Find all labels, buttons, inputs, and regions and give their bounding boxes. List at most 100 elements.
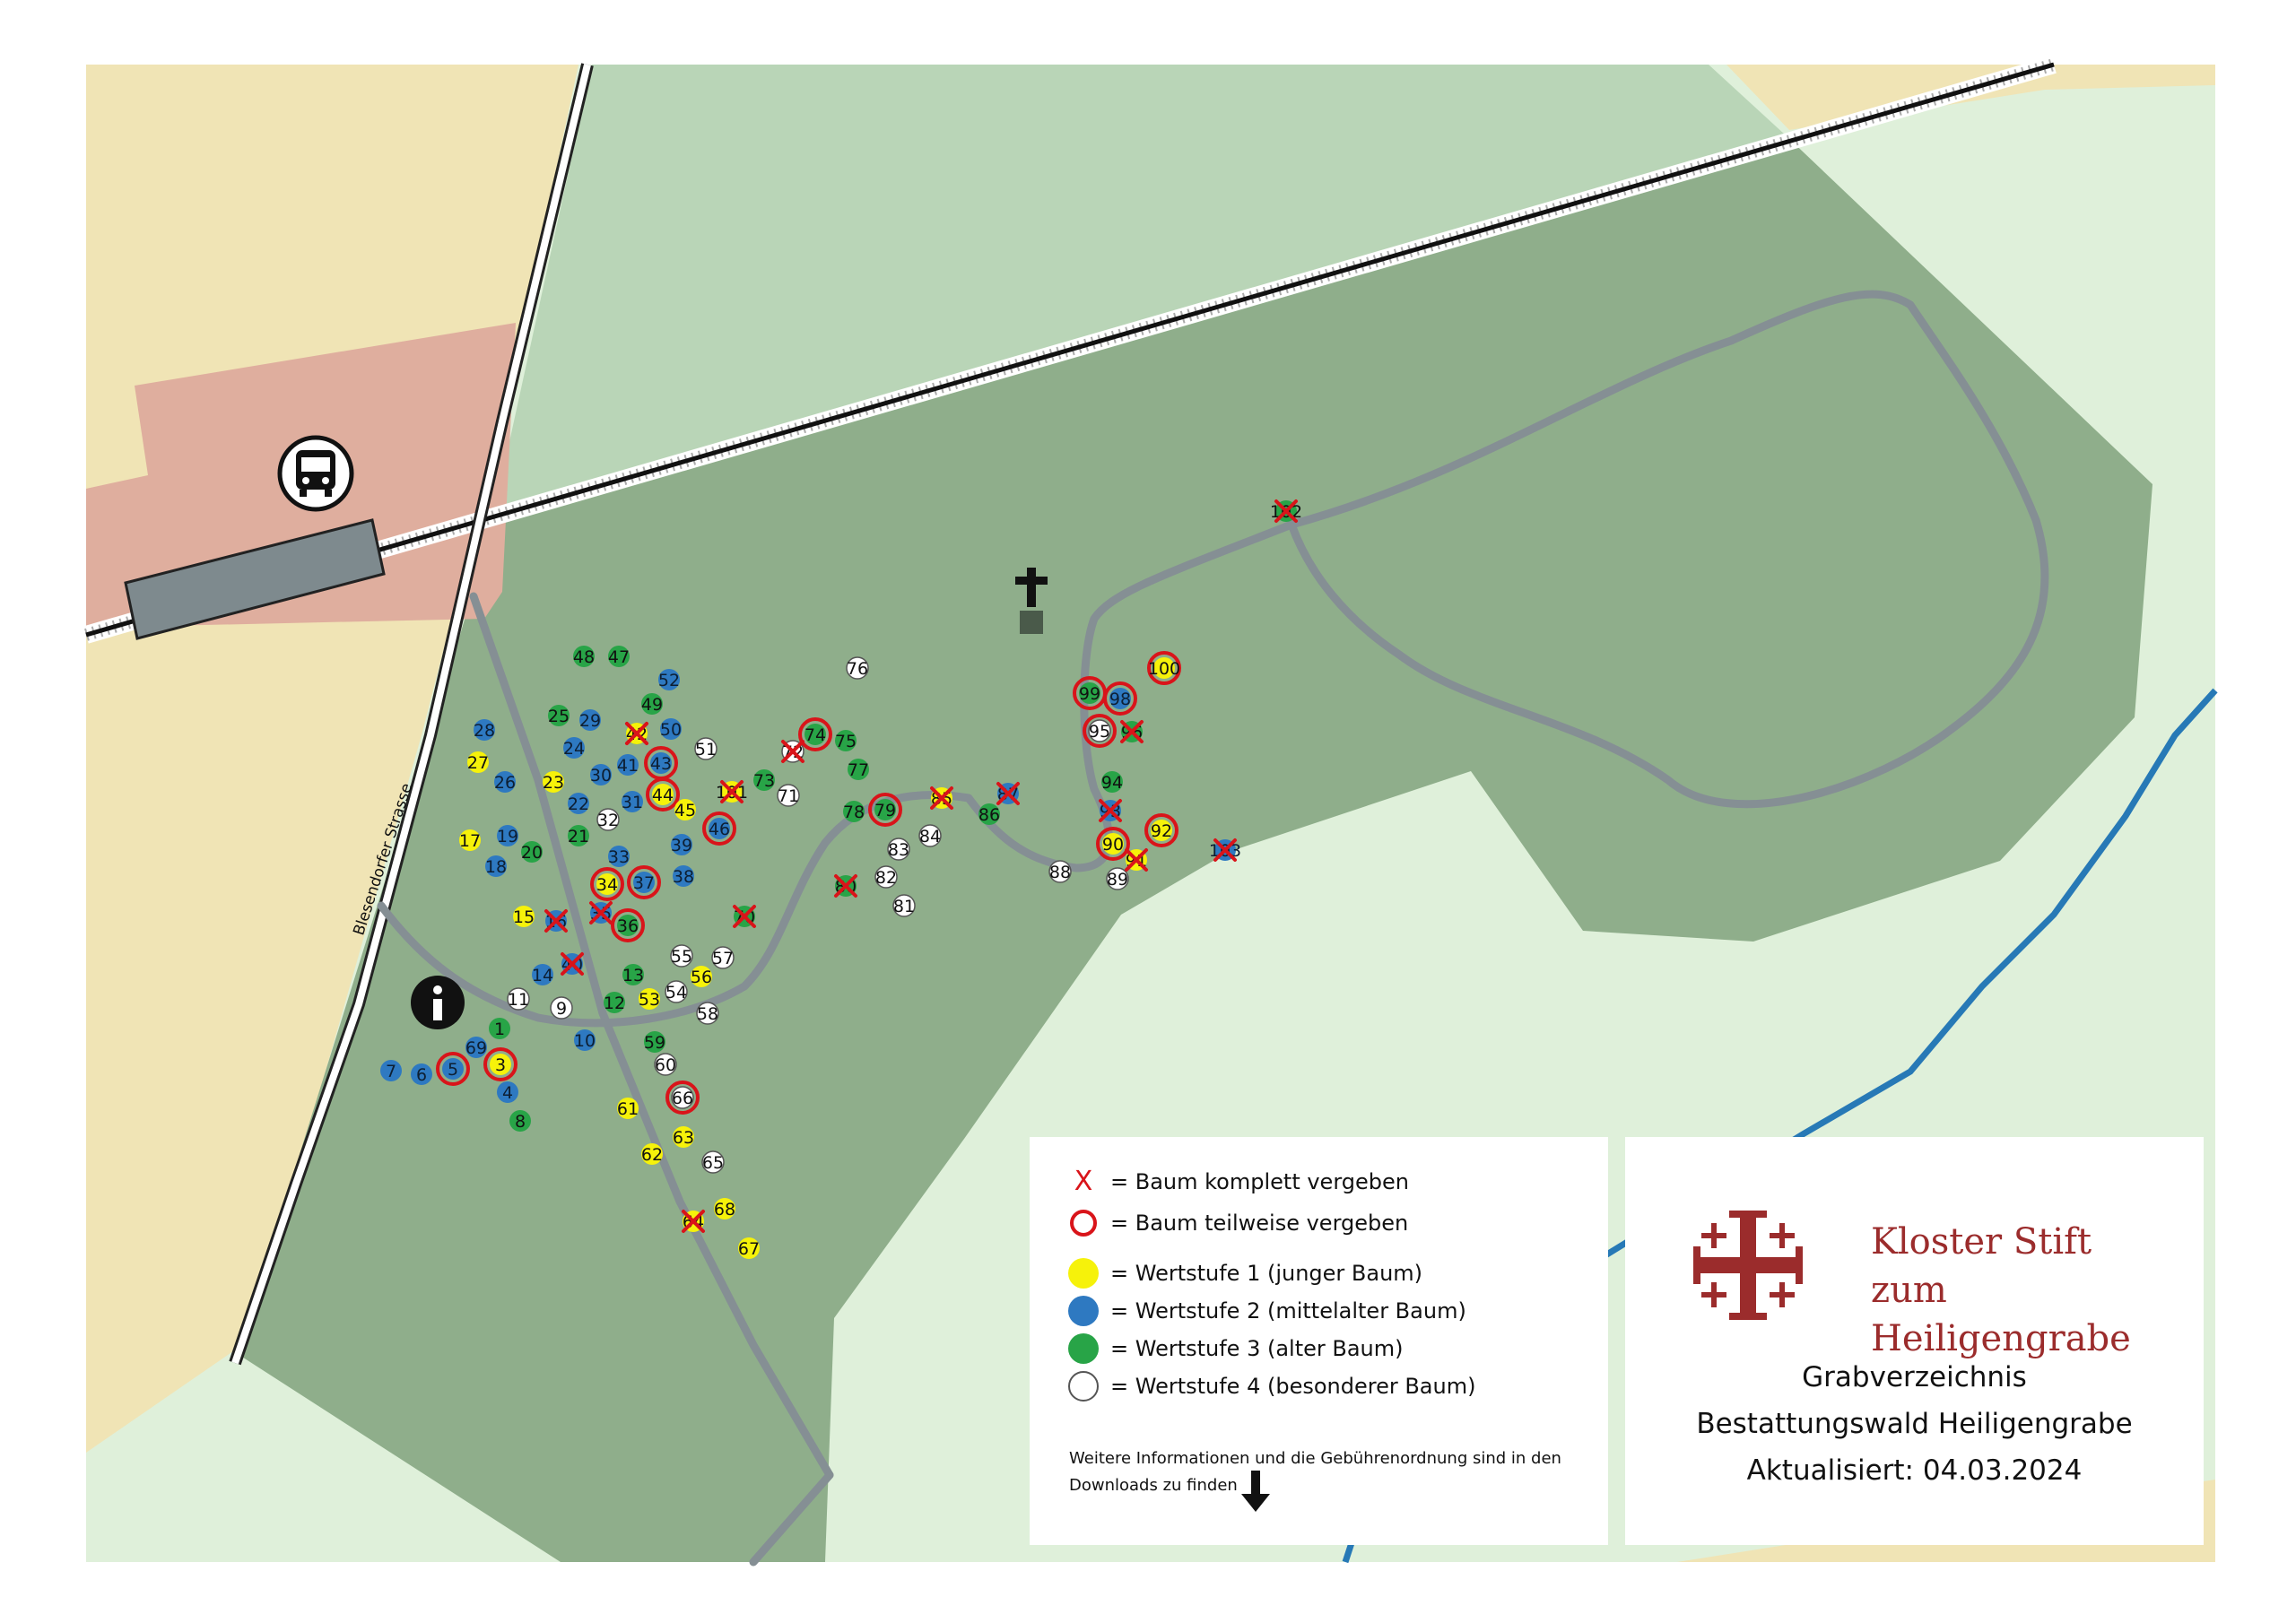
tree-marker-82[interactable]: 82 bbox=[874, 865, 898, 889]
tree-marker-47[interactable]: 47 bbox=[608, 646, 630, 667]
tree-marker-54[interactable]: 54 bbox=[665, 980, 688, 1003]
tree-marker-77[interactable]: 77 bbox=[848, 759, 869, 780]
tree-marker-56[interactable]: 56 bbox=[691, 966, 712, 987]
tree-marker-64[interactable]: 64 bbox=[682, 1210, 705, 1233]
tree-marker-29[interactable]: 29 bbox=[579, 709, 601, 731]
tree-marker-22[interactable]: 22 bbox=[568, 793, 589, 814]
tree-marker-39[interactable]: 39 bbox=[671, 834, 692, 855]
tree-marker-100[interactable]: 100 bbox=[1147, 651, 1181, 685]
tree-marker-15[interactable]: 15 bbox=[513, 906, 535, 927]
tree-marker-14[interactable]: 14 bbox=[532, 964, 553, 985]
tree-marker-98[interactable]: 98 bbox=[1103, 681, 1137, 716]
tree-marker-60[interactable]: 60 bbox=[654, 1053, 677, 1076]
tree-marker-85[interactable]: 85 bbox=[930, 786, 953, 810]
tree-marker-8[interactable]: 8 bbox=[509, 1110, 531, 1132]
tree-marker-30[interactable]: 30 bbox=[590, 764, 612, 785]
tree-marker-94[interactable]: 94 bbox=[1101, 771, 1123, 793]
tree-marker-46[interactable]: 46 bbox=[702, 812, 736, 846]
tree-marker-95[interactable]: 95 bbox=[1083, 714, 1117, 748]
tree-marker-37[interactable]: 37 bbox=[627, 865, 661, 899]
tree-marker-42[interactable]: 42 bbox=[625, 722, 648, 745]
tree-marker-88[interactable]: 88 bbox=[1048, 860, 1072, 883]
tree-marker-38[interactable]: 38 bbox=[673, 865, 694, 887]
tree-marker-44[interactable]: 44 bbox=[646, 777, 680, 812]
tree-marker-74[interactable]: 74 bbox=[798, 717, 832, 751]
tree-marker-10[interactable]: 10 bbox=[574, 1029, 596, 1051]
tree-marker-45[interactable]: 45 bbox=[674, 799, 696, 820]
tree-marker-96[interactable]: 96 bbox=[1120, 720, 1144, 743]
tree-marker-91[interactable]: 91 bbox=[1125, 848, 1148, 872]
tree-marker-101[interactable]: 101 bbox=[716, 780, 748, 803]
tree-marker-19[interactable]: 19 bbox=[497, 825, 518, 846]
tree-marker-72[interactable]: 72 bbox=[781, 740, 804, 763]
tree-marker-26[interactable]: 26 bbox=[494, 771, 516, 793]
tree-marker-7[interactable]: 7 bbox=[380, 1060, 402, 1081]
tree-marker-18[interactable]: 18 bbox=[485, 855, 507, 877]
tree-marker-93[interactable]: 93 bbox=[1099, 799, 1122, 822]
tree-marker-17[interactable]: 17 bbox=[459, 829, 481, 851]
tree-marker-62[interactable]: 62 bbox=[641, 1143, 663, 1165]
tree-marker-68[interactable]: 68 bbox=[714, 1198, 735, 1219]
tree-marker-33[interactable]: 33 bbox=[608, 846, 630, 867]
tree-marker-3[interactable]: 3 bbox=[483, 1047, 517, 1081]
tree-marker-80[interactable]: 80 bbox=[834, 874, 857, 898]
tree-marker-55[interactable]: 55 bbox=[670, 944, 693, 968]
tree-marker-13[interactable]: 13 bbox=[622, 964, 644, 985]
tree-marker-65[interactable]: 65 bbox=[701, 1150, 725, 1174]
tree-marker-20[interactable]: 20 bbox=[521, 841, 543, 863]
tree-marker-70[interactable]: 70 bbox=[733, 905, 756, 928]
tree-marker-102[interactable]: 102 bbox=[1270, 499, 1302, 523]
tree-marker-84[interactable]: 84 bbox=[918, 824, 942, 847]
tree-marker-31[interactable]: 31 bbox=[622, 791, 643, 812]
tree-marker-75[interactable]: 75 bbox=[835, 730, 857, 751]
tree-marker-41[interactable]: 41 bbox=[617, 754, 639, 776]
tree-marker-66[interactable]: 66 bbox=[665, 1081, 700, 1115]
tree-marker-50[interactable]: 50 bbox=[660, 718, 682, 740]
tree-marker-6[interactable]: 6 bbox=[411, 1063, 432, 1085]
tree-marker-61[interactable]: 61 bbox=[617, 1098, 639, 1119]
tree-marker-36[interactable]: 36 bbox=[611, 908, 645, 942]
tree-marker-34[interactable]: 34 bbox=[590, 867, 624, 901]
tree-marker-35[interactable]: 35 bbox=[589, 901, 613, 924]
tree-marker-48[interactable]: 48 bbox=[573, 646, 595, 667]
tree-marker-27[interactable]: 27 bbox=[467, 751, 489, 773]
tree-marker-83[interactable]: 83 bbox=[887, 838, 910, 861]
tree-marker-103[interactable]: 103 bbox=[1209, 838, 1241, 862]
tree-marker-16[interactable]: 16 bbox=[544, 909, 568, 933]
tree-marker-9[interactable]: 9 bbox=[550, 996, 573, 1020]
tree-marker-59[interactable]: 59 bbox=[644, 1031, 665, 1053]
tree-marker-49[interactable]: 49 bbox=[641, 693, 663, 715]
tree-marker-73[interactable]: 73 bbox=[753, 769, 775, 791]
tree-marker-32[interactable]: 32 bbox=[596, 808, 620, 831]
tree-marker-71[interactable]: 71 bbox=[777, 784, 800, 807]
tree-marker-87[interactable]: 87 bbox=[996, 782, 1020, 805]
tree-marker-5[interactable]: 5 bbox=[436, 1052, 470, 1086]
tree-marker-53[interactable]: 53 bbox=[639, 988, 660, 1010]
tree-marker-24[interactable]: 24 bbox=[563, 737, 585, 759]
tree-marker-78[interactable]: 78 bbox=[843, 801, 865, 822]
tree-marker-92[interactable]: 92 bbox=[1144, 813, 1178, 847]
tree-marker-58[interactable]: 58 bbox=[696, 1002, 719, 1025]
tree-marker-23[interactable]: 23 bbox=[543, 771, 564, 793]
tree-marker-52[interactable]: 52 bbox=[658, 669, 680, 690]
tree-marker-28[interactable]: 28 bbox=[474, 719, 495, 741]
tree-marker-90[interactable]: 90 bbox=[1096, 827, 1130, 861]
tree-marker-99[interactable]: 99 bbox=[1073, 676, 1107, 710]
tree-marker-81[interactable]: 81 bbox=[892, 894, 916, 917]
tree-marker-1[interactable]: 1 bbox=[489, 1018, 510, 1039]
tree-marker-67[interactable]: 67 bbox=[738, 1237, 760, 1259]
tree-marker-63[interactable]: 63 bbox=[673, 1126, 694, 1148]
tree-marker-79[interactable]: 79 bbox=[868, 793, 902, 827]
tree-marker-25[interactable]: 25 bbox=[548, 705, 570, 726]
tree-marker-51[interactable]: 51 bbox=[694, 737, 718, 760]
tree-marker-40[interactable]: 40 bbox=[561, 952, 584, 976]
tree-marker-69[interactable]: 69 bbox=[465, 1037, 487, 1058]
tree-marker-43[interactable]: 43 bbox=[644, 746, 678, 780]
tree-marker-11[interactable]: 11 bbox=[507, 987, 530, 1011]
tree-marker-12[interactable]: 12 bbox=[604, 992, 625, 1013]
tree-marker-57[interactable]: 57 bbox=[711, 946, 735, 969]
tree-marker-76[interactable]: 76 bbox=[846, 656, 869, 680]
tree-marker-4[interactable]: 4 bbox=[497, 1081, 518, 1103]
tree-marker-86[interactable]: 86 bbox=[978, 803, 1000, 825]
tree-marker-89[interactable]: 89 bbox=[1106, 867, 1129, 890]
